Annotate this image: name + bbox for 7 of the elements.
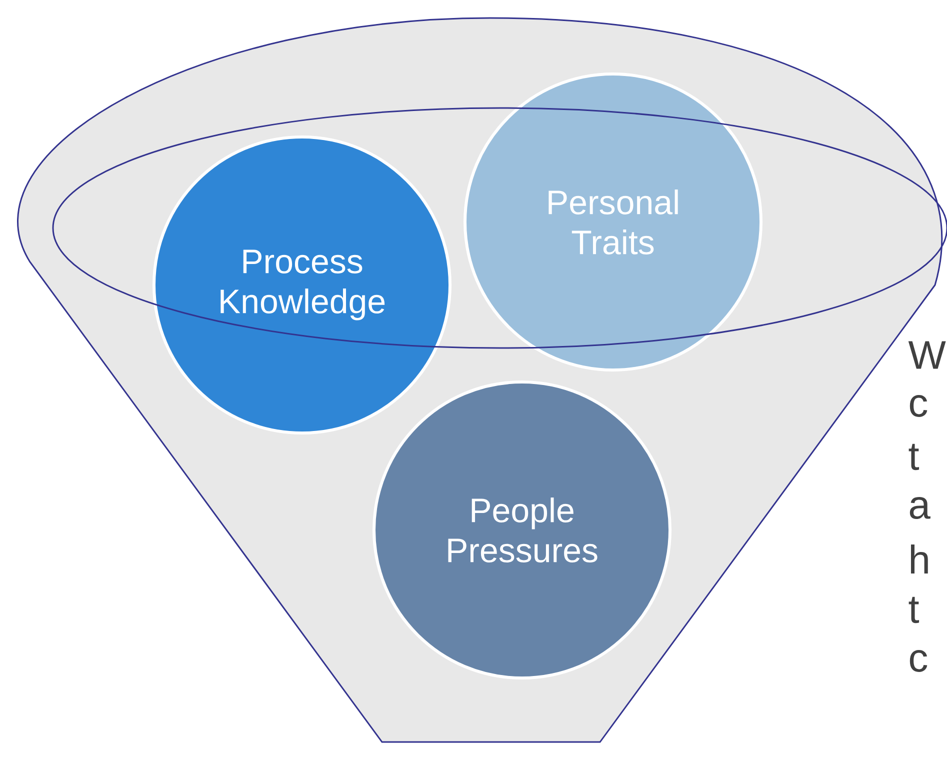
text-fragment: c [910,650,928,672]
text-fragment: a [910,497,930,519]
text-fragment: t [908,444,920,470]
text-fragment: c [910,395,928,417]
text-fragment: h [910,544,928,574]
text-fragment: t [908,596,920,624]
text-fragment: W [908,341,946,369]
